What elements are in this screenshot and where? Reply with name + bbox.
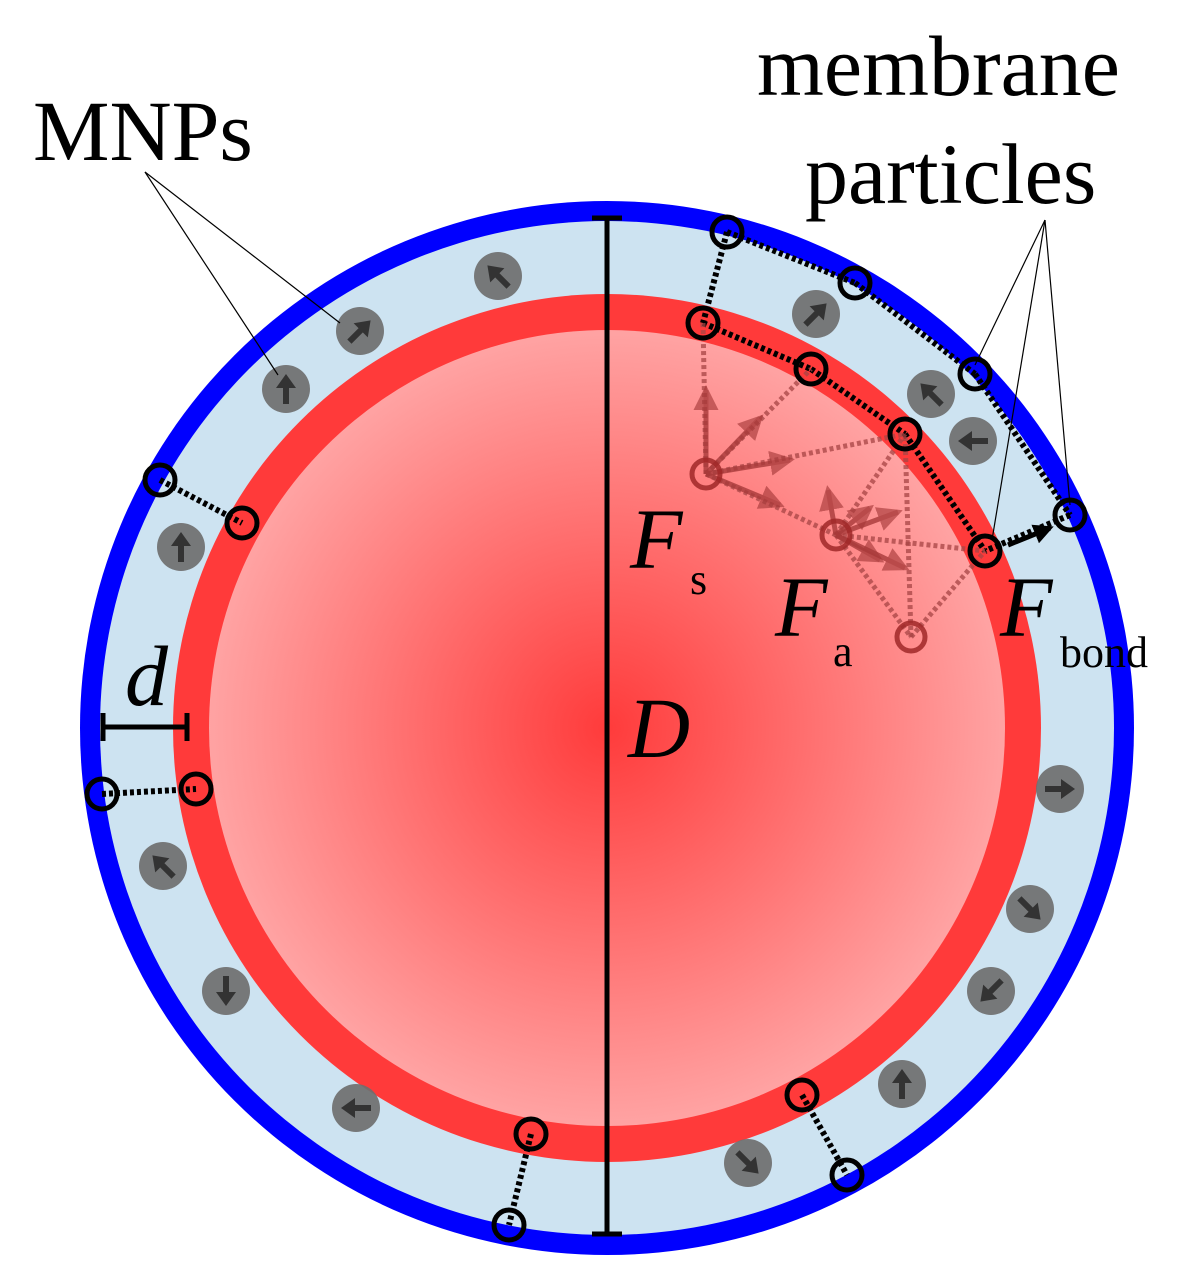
diameter-marker [592,215,622,1237]
mnp-icon [1006,885,1054,933]
membrane-bond-line [972,372,1073,517]
mnp-icon [967,967,1015,1015]
thickness-marker [100,713,190,741]
mnp-icon [1036,765,1084,813]
inner-particle-icon [894,620,928,654]
membrane-particle-icon [887,416,923,452]
membrane-particle-icon [491,1207,527,1243]
fbond-subscript: bond [1060,628,1148,677]
fs-subscript: s [690,555,707,604]
membrane-bond-line [701,320,813,372]
membrane-particle-icon [837,265,873,301]
membrane-particle-icon [142,462,178,498]
membrane-particle-icon [84,776,120,812]
inner-particle-network [689,322,987,654]
membrane-particle-icon [178,771,214,807]
inner-bond-line [705,431,906,477]
mnp-icon [202,967,250,1015]
mnp-icon [792,290,840,338]
membrane-particle-group [84,214,1088,1243]
mnp-icon [139,842,187,890]
mnps-label: MNPs [33,83,253,179]
membrane-particle-icon [967,533,1003,569]
mnp-icon [474,252,522,300]
inner-bond-line [833,432,908,537]
membrane-particle-icon [685,305,721,341]
membrane-particle-icon [709,214,745,250]
force-arrow [834,532,885,563]
inner-particle-icon [689,457,723,491]
fs-label: F [629,491,684,587]
mnp-icon [949,417,997,465]
fa-label: F [774,559,829,655]
mnp-icon [157,523,205,571]
membrane-bond-line [902,432,988,553]
membrane-label-line2: particles [805,126,1096,222]
force-arrow [819,485,844,536]
membrane-particle-icon [784,1077,820,1113]
membrane-particle-icon [957,356,993,392]
force-arrow [835,507,903,538]
inner-bond-line [833,533,914,639]
fbond-label: F [999,559,1054,655]
mnp-icon [262,365,310,413]
membrane-label-line1: membrane [757,18,1120,114]
inner-bond-line [835,532,986,554]
D-label: D [627,680,690,776]
membrane-particle-icon [224,505,260,541]
d-label: d [125,628,169,724]
mnp-icon [878,1060,926,1108]
mnp-icon [907,370,955,418]
mnp-group [139,252,1084,1187]
inner-bond-line [902,433,914,638]
membrane-particle-icon [513,1116,549,1152]
membrane-particle-icon [829,1157,865,1193]
membrane-particle-icon [793,351,829,387]
label-pointer-lines [144,171,1071,541]
mnp-icon [332,1084,380,1132]
mnp-icon [724,1139,772,1187]
f-bond-arrow [1007,524,1054,548]
inner-particle-icon [819,518,853,552]
inner-bond-line [909,549,987,639]
membrane-bond-line [725,229,857,286]
membrane-bond-line [809,366,907,437]
fa-subscript: a [833,627,853,676]
mnp-icon [336,307,384,355]
